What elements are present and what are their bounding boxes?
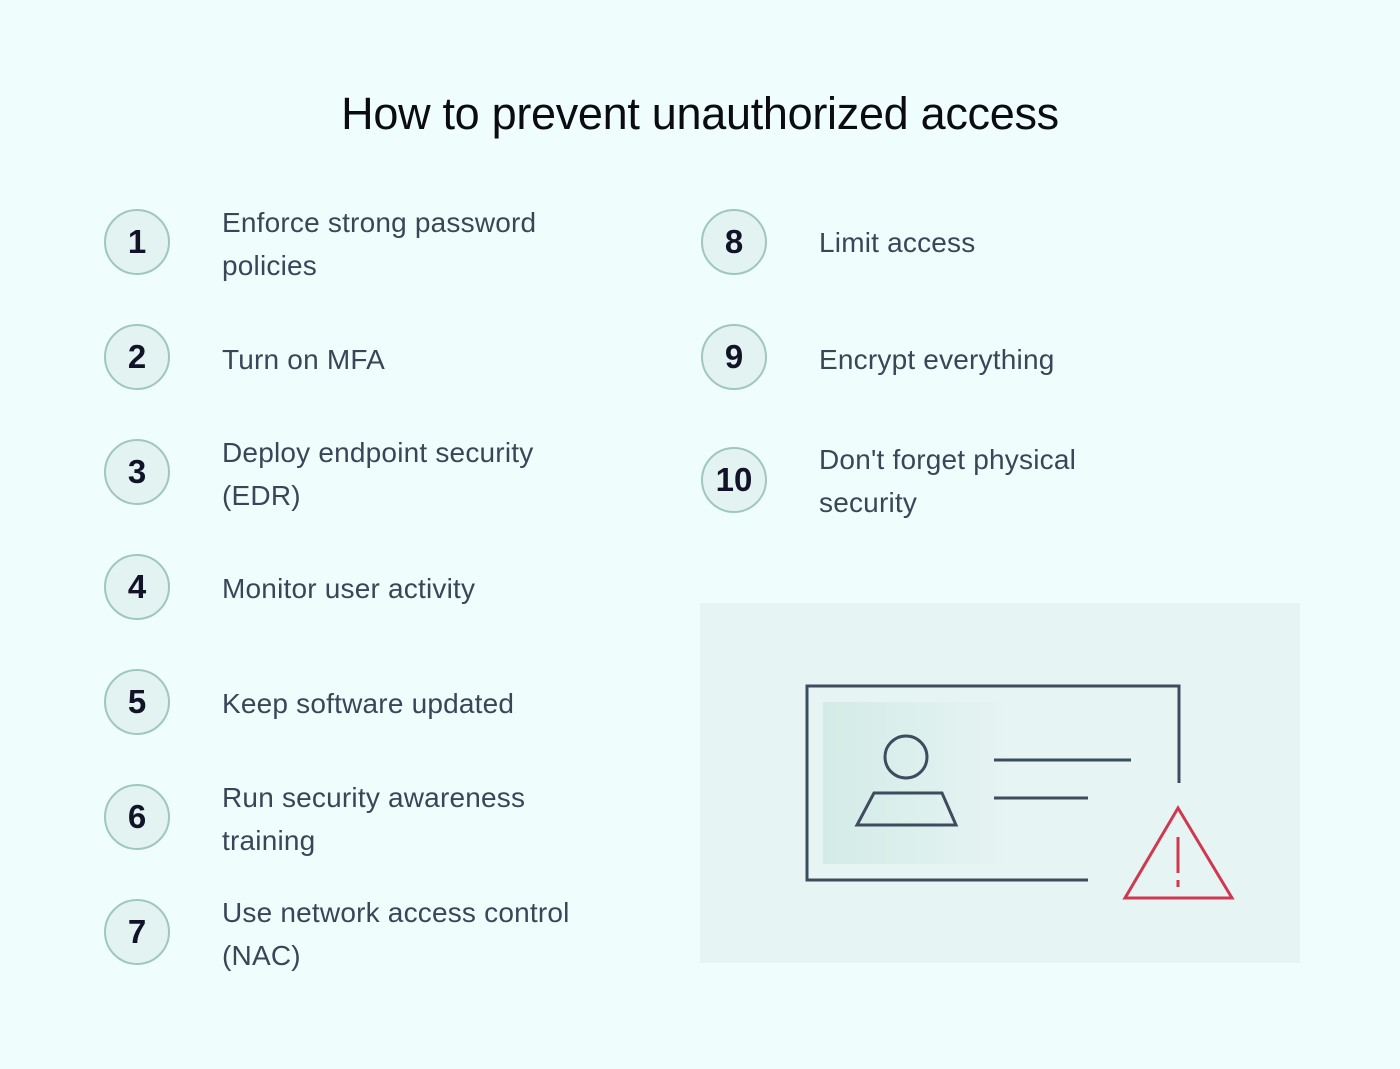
step-label: Limit access <box>819 227 976 258</box>
step-6: 6 <box>104 784 170 850</box>
step-number-badge: 1 <box>104 209 170 275</box>
step-number-badge: 10 <box>701 447 767 513</box>
step-label: Enforce strong password policies <box>222 207 537 281</box>
step-number-badge: 8 <box>701 209 767 275</box>
step-label: Turn on MFA <box>222 344 385 375</box>
step-10: 10 <box>701 447 767 513</box>
step-label: Use network access control (NAC) <box>222 897 570 971</box>
step-5: 5 <box>104 669 170 735</box>
id-card-warning-illustration <box>805 684 1235 900</box>
step-label: Encrypt everything <box>819 344 1055 375</box>
step-label: Deploy endpoint security (EDR) <box>222 437 534 511</box>
step-number-badge: 6 <box>104 784 170 850</box>
step-2: 2 <box>104 324 170 390</box>
step-7: 7 <box>104 899 170 965</box>
step-number-badge: 2 <box>104 324 170 390</box>
step-9: 9 <box>701 324 767 390</box>
step-label: Keep software updated <box>222 688 515 719</box>
step-number-badge: 3 <box>104 439 170 505</box>
step-number-badge: 5 <box>104 669 170 735</box>
step-number-badge: 9 <box>701 324 767 390</box>
step-label: Don't forget physical security <box>819 444 1077 518</box>
user-avatar-icon <box>854 734 959 827</box>
step-number-badge: 7 <box>104 899 170 965</box>
step-label: Run security awareness training <box>222 782 526 856</box>
step-1: 1 <box>104 209 170 275</box>
id-card-icon <box>805 684 1181 882</box>
illustration-panel <box>700 603 1300 963</box>
step-label: Monitor user activity <box>222 573 476 604</box>
warning-triangle-icon <box>1122 805 1235 900</box>
page-title: How to prevent unauthorized access <box>341 88 1059 139</box>
step-8: 8 <box>701 209 767 275</box>
step-3: 3 <box>104 439 170 505</box>
step-number-badge: 4 <box>104 554 170 620</box>
step-4: 4 <box>104 554 170 620</box>
